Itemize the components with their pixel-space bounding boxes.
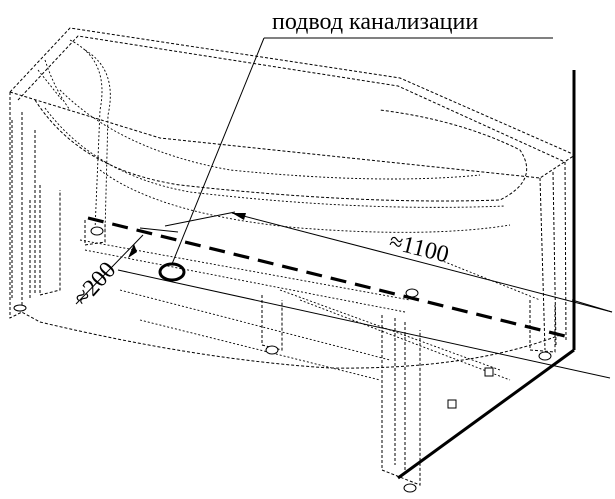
drain-leader [171,37,553,265]
length-dimension [164,211,613,313]
wall-corner [397,70,576,480]
offset-dimension [75,227,611,379]
tub-axis-line [87,216,566,338]
bathtub-outline [9,27,576,381]
length-label: ≈1100 [387,229,452,269]
drain-label: подвод канализации [272,9,478,35]
leg-feet [13,226,552,493]
